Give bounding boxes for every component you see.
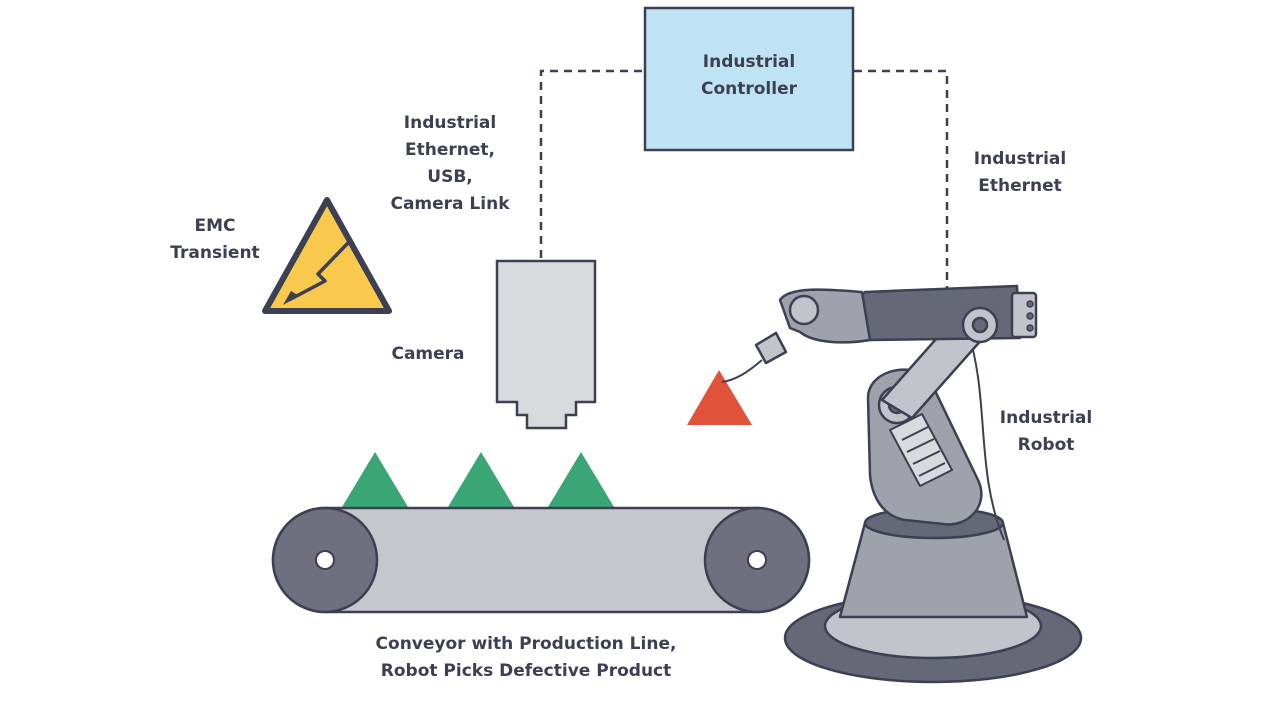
robot-shoulder-joint-center (971, 316, 989, 334)
robot-gripper-wire (721, 359, 763, 383)
conveyor-label-line1: Conveyor with Production Line, (375, 634, 677, 654)
warning-lightning-icon (262, 197, 392, 314)
camera-link-label-line1: Industrial (403, 113, 497, 133)
robot-link-label-line1: Industrial (973, 149, 1067, 169)
robot-link-label: Industrial Ethernet (958, 146, 1082, 200)
conveyor-roller-right-hub (747, 550, 767, 570)
conveyor-roller-left-hub (315, 550, 335, 570)
robot-cable (967, 331, 1005, 541)
robot-label: Industrial Robot (984, 405, 1108, 459)
robot-label-line2: Robot (1017, 435, 1075, 455)
emc-label-line2: Transient (170, 243, 260, 263)
connection-lines (539, 69, 949, 292)
robot-gripper-joint (788, 294, 820, 326)
robot-ethernet-line (854, 69, 949, 292)
controller-label-line2: Controller (700, 79, 797, 99)
robot-gripper-tip (754, 331, 788, 365)
robot-wrist-bolts (1026, 300, 1034, 332)
camera-link-line (539, 69, 645, 258)
industrial-controller-box (643, 6, 855, 152)
conveyor-label-line2: Robot Picks Defective Product (380, 661, 672, 681)
camera-link-label-line4: Camera Link (390, 194, 510, 214)
emc-label-line1: EMC (194, 216, 236, 236)
camera-link-label: Industrial Ethernet, USB, Camera Link (384, 110, 516, 218)
camera-label-text: Camera (391, 344, 465, 364)
controller-label: Industrial Controller (676, 49, 822, 103)
camera-link-label-line3: USB, (427, 167, 473, 187)
robot-link-label-line2: Ethernet (978, 176, 1062, 196)
camera-link-label-line2: Ethernet, (405, 140, 495, 160)
good-product (342, 452, 408, 507)
robot-vent-slots (901, 426, 946, 477)
good-product (548, 452, 614, 507)
defective-product (687, 370, 752, 425)
conveyor (271, 506, 811, 614)
conveyor-label: Conveyor with Production Line, Robot Pic… (346, 631, 706, 685)
controller-label-line1: Industrial (702, 52, 796, 72)
camera-label: Camera (380, 341, 476, 368)
industrial-robot (721, 284, 1083, 684)
camera-body (495, 259, 597, 430)
emc-label: EMC Transient (162, 213, 268, 267)
good-product (448, 452, 514, 507)
good-products (342, 452, 614, 507)
robot-label-line1: Industrial (999, 408, 1093, 428)
